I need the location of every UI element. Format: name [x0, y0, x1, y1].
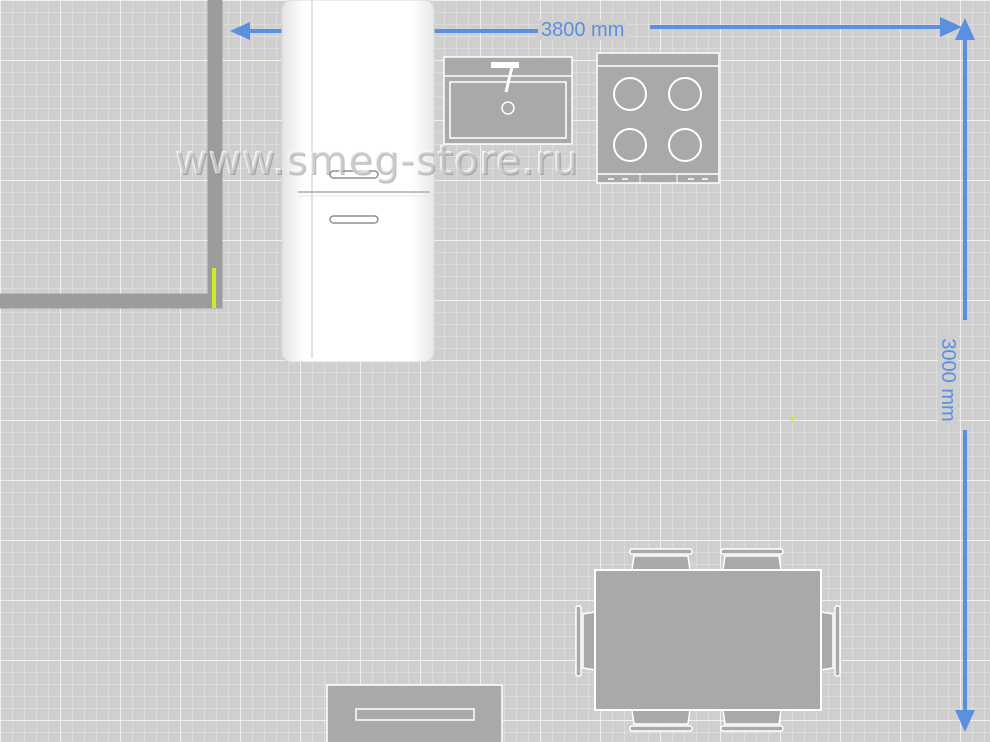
depth-dimension-line: [955, 18, 975, 732]
wall: [0, 0, 223, 309]
fridge-handle-upper: [329, 170, 379, 179]
chair: [820, 605, 841, 677]
burner-icon: [668, 128, 702, 162]
burner-icon: [613, 77, 647, 111]
width-dimension-label: 3800 mm: [538, 20, 628, 40]
door-marker: [212, 268, 216, 308]
radiator: [326, 684, 503, 742]
burner-icon: [613, 128, 647, 162]
refrigerator: [281, 0, 435, 363]
dining-table: [575, 548, 841, 732]
width-dimension-line: [230, 17, 962, 40]
chair: [629, 709, 693, 732]
small-marker: [791, 416, 793, 422]
sink-drain: [501, 101, 515, 115]
chair: [720, 548, 784, 571]
faucet: [504, 66, 514, 93]
depth-dimension-label: 3000 mm: [937, 335, 959, 425]
chair: [575, 605, 596, 677]
chair: [629, 548, 693, 571]
table-top: [594, 569, 822, 711]
cooktop: [596, 52, 720, 184]
chair: [720, 709, 784, 732]
sink: [443, 56, 573, 145]
sink-basin: [449, 81, 567, 139]
fridge-handle-lower: [329, 215, 379, 224]
burner-icon: [668, 77, 702, 111]
